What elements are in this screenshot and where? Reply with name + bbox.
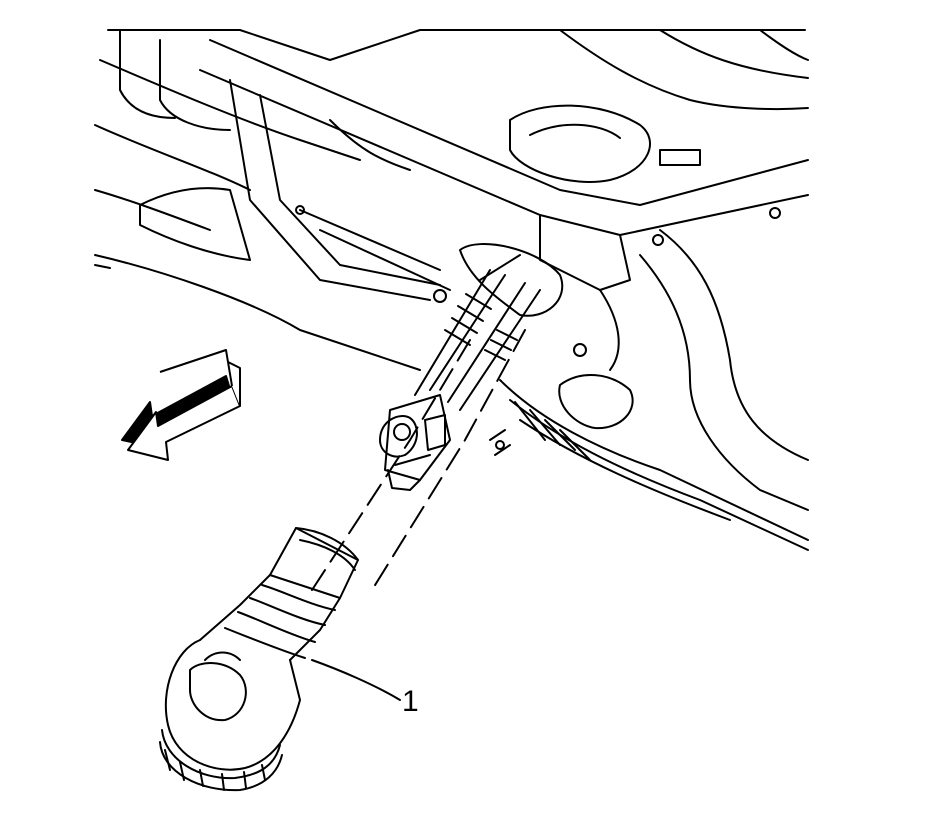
vehicle-underbody bbox=[94, 29, 809, 551]
callout-number-1: 1 bbox=[402, 685, 419, 718]
universal-joint bbox=[379, 394, 451, 491]
callout-leader-line bbox=[311, 659, 401, 701]
front-of-vehicle-arrow-icon bbox=[121, 349, 241, 461]
steering-column-boot-seal bbox=[159, 527, 359, 792]
installation-alignment-line bbox=[371, 329, 526, 591]
steering-intermediate-shaft bbox=[414, 243, 564, 411]
installation-alignment-line-2 bbox=[311, 339, 471, 591]
